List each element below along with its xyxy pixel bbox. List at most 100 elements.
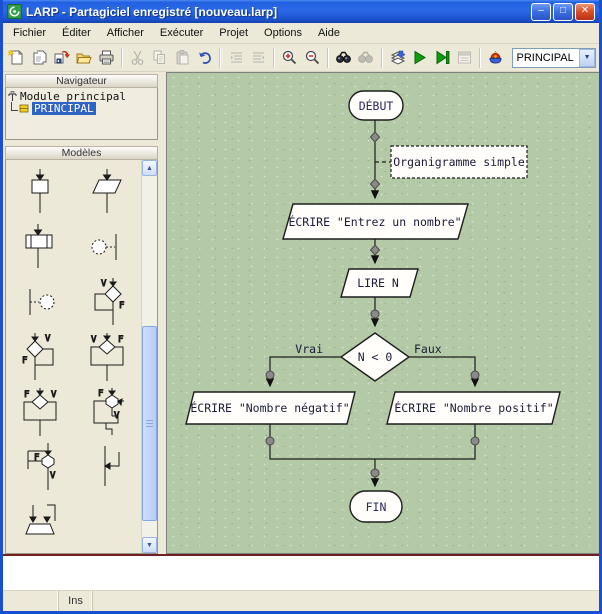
zoom-out-icon bbox=[305, 50, 319, 65]
menu-editer[interactable]: Éditer bbox=[62, 27, 91, 39]
template-if-then-left-icon[interactable]: VF bbox=[18, 332, 62, 382]
comment-label: Organigramme simple bbox=[393, 155, 525, 169]
scrollbar-thumb[interactable] bbox=[142, 326, 157, 521]
format-module-button[interactable] bbox=[225, 46, 246, 70]
format-all-button[interactable] bbox=[248, 46, 269, 70]
junction-dot[interactable] bbox=[470, 436, 480, 446]
start-label: DÉBUT bbox=[359, 98, 394, 113]
junction-dot[interactable] bbox=[370, 309, 380, 319]
template-process-icon[interactable] bbox=[18, 167, 62, 217]
module-icon bbox=[8, 90, 17, 101]
zoom-in-button[interactable] bbox=[279, 46, 300, 70]
scrollbar-track[interactable] bbox=[142, 176, 157, 537]
debug-button[interactable] bbox=[485, 46, 506, 70]
comment-node[interactable] bbox=[390, 145, 528, 179]
zoom-out-button[interactable] bbox=[302, 46, 323, 70]
template-subroutine-icon[interactable] bbox=[18, 222, 62, 272]
junction-dot[interactable] bbox=[370, 468, 380, 478]
sidebar: Navigateur Module principal PRINCIPAL bbox=[3, 72, 159, 554]
new-button[interactable] bbox=[6, 46, 27, 70]
start-node[interactable] bbox=[348, 90, 404, 121]
save-button[interactable] bbox=[51, 46, 72, 70]
print-button[interactable] bbox=[96, 46, 117, 70]
find-next-button[interactable] bbox=[355, 46, 376, 70]
module-tree: Module principal PRINCIPAL bbox=[5, 88, 158, 140]
minimize-button[interactable]: – bbox=[531, 2, 551, 21]
copy-button[interactable] bbox=[149, 46, 170, 70]
junction-diamond[interactable] bbox=[369, 244, 381, 256]
templates-header[interactable]: Modèles bbox=[5, 146, 158, 160]
toolbar-separator bbox=[479, 47, 482, 68]
close-button[interactable]: ✕ bbox=[575, 2, 595, 21]
template-input-output-icon[interactable] bbox=[85, 167, 129, 217]
template-comment-left-icon[interactable] bbox=[18, 277, 62, 327]
insert-mode-indicator: Ins bbox=[59, 591, 93, 611]
scroll-down-icon[interactable]: ▼ bbox=[142, 537, 157, 553]
write-positive-node[interactable] bbox=[386, 391, 561, 425]
junction-diamond[interactable] bbox=[369, 131, 381, 143]
junction-dot[interactable] bbox=[265, 370, 275, 380]
open-document-button[interactable] bbox=[28, 46, 49, 70]
false-branch-label: Faux bbox=[414, 342, 442, 356]
status-cell-right bbox=[93, 591, 599, 611]
navigator-header[interactable]: Navigateur bbox=[5, 74, 158, 88]
menu-options[interactable]: Options bbox=[264, 27, 302, 39]
find-button[interactable] bbox=[333, 46, 354, 70]
template-comment-right-icon[interactable] bbox=[85, 222, 129, 272]
scroll-up-icon[interactable]: ▲ bbox=[142, 160, 157, 176]
undo-button[interactable] bbox=[194, 46, 215, 70]
tree-item-module-principal[interactable]: Module principal bbox=[7, 90, 156, 103]
output-window-button[interactable] bbox=[454, 46, 475, 70]
true-branch-label: Vrai bbox=[295, 342, 323, 356]
run-to-end-button[interactable] bbox=[431, 46, 452, 70]
find-icon bbox=[336, 51, 351, 63]
template-merge-call-icon[interactable] bbox=[18, 497, 62, 547]
open-folder-button[interactable] bbox=[73, 46, 94, 70]
module-combo[interactable]: PRINCIPAL ▼ bbox=[511, 47, 597, 68]
read-label: LIRE N bbox=[357, 276, 399, 290]
paste-button[interactable] bbox=[172, 46, 193, 70]
write-negative-node[interactable] bbox=[185, 391, 356, 425]
template-if-then-right-icon[interactable]: VF bbox=[85, 277, 129, 327]
new-icon bbox=[8, 49, 23, 65]
menu-aide[interactable]: Aide bbox=[317, 27, 340, 39]
tree-item-label-selected: PRINCIPAL bbox=[32, 101, 96, 115]
template-while-loop-icon[interactable]: FV bbox=[85, 387, 129, 437]
svg-text:F: F bbox=[98, 389, 103, 399]
menu-projet[interactable]: Projet bbox=[219, 27, 249, 39]
flowchart-canvas[interactable]: DÉBUT Organigramme simple ÉCRIRE "Entrez… bbox=[166, 72, 599, 554]
template-jump-back-icon[interactable] bbox=[85, 442, 129, 492]
chevron-down-icon[interactable]: ▼ bbox=[579, 48, 596, 67]
tree-item-principal[interactable]: PRINCIPAL bbox=[7, 101, 156, 115]
write-negative-label: ÉCRIRE "Nombre négatif" bbox=[190, 400, 349, 415]
maximize-button[interactable]: □ bbox=[553, 2, 573, 21]
compile-button[interactable] bbox=[387, 46, 408, 70]
templates-scrollbar[interactable]: ▲ ▼ bbox=[141, 160, 157, 553]
junction-dot[interactable] bbox=[265, 436, 275, 446]
toolbar-separator bbox=[326, 47, 329, 68]
condition-node[interactable] bbox=[339, 332, 411, 382]
output-panel[interactable] bbox=[3, 557, 599, 591]
condition-label: N < 0 bbox=[358, 350, 393, 364]
svg-text:F: F bbox=[119, 301, 124, 311]
junction-diamond[interactable] bbox=[369, 178, 381, 190]
menu-fichier[interactable]: Fichier bbox=[13, 27, 47, 39]
menu-bar: Fichier Éditer Afficher Exécuter Projet … bbox=[3, 23, 599, 44]
junction-dot[interactable] bbox=[470, 370, 480, 380]
read-node[interactable] bbox=[340, 268, 419, 298]
open-document-icon bbox=[33, 50, 47, 65]
cut-button[interactable] bbox=[127, 46, 148, 70]
end-node[interactable] bbox=[349, 490, 403, 523]
status-bar: Ins bbox=[3, 591, 599, 611]
run-button[interactable] bbox=[409, 46, 430, 70]
template-do-while-icon[interactable]: FV bbox=[18, 442, 62, 492]
toolbar-separator bbox=[380, 47, 383, 68]
menu-afficher[interactable]: Afficher bbox=[106, 27, 144, 39]
sidebar-splitter[interactable] bbox=[159, 72, 166, 554]
menu-executer[interactable]: Exécuter bbox=[159, 27, 204, 39]
write-prompt-node[interactable] bbox=[282, 203, 469, 240]
app-logo-icon bbox=[7, 4, 22, 19]
